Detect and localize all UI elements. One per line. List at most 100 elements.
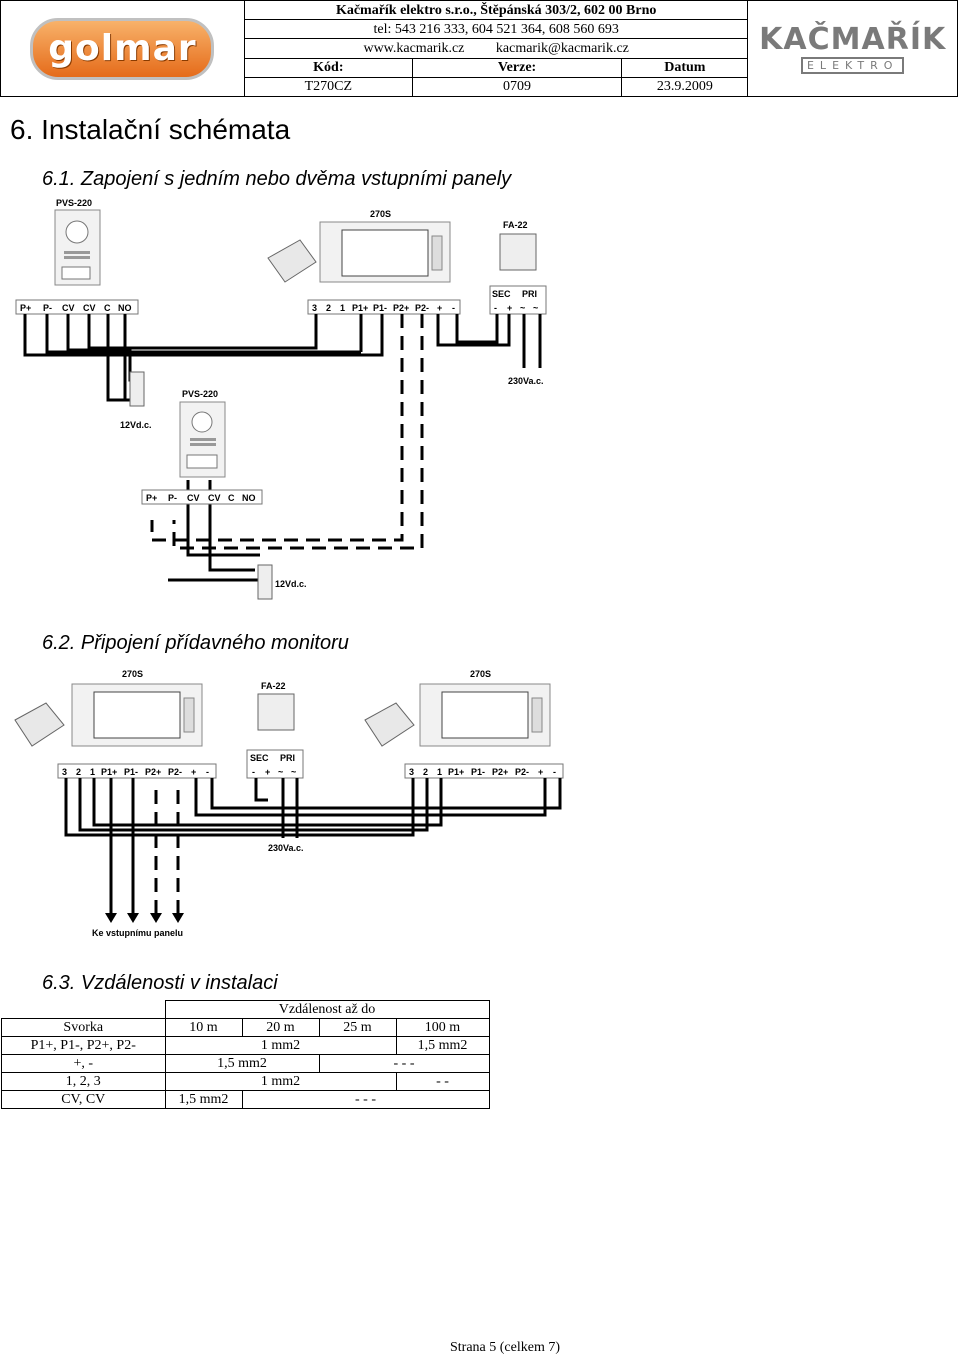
svg-text:-: - [252, 767, 255, 777]
mains-label: 230Va.c. [508, 376, 544, 386]
monitor-terminals: 3 2 1 P1+ P1- P2+ P2- + - [307, 299, 461, 315]
arrows-6-2 [105, 913, 184, 923]
monitor: 270S [267, 209, 451, 283]
kacmarik-logo: KAČMAŘÍK ELEKTRO [759, 22, 947, 74]
svg-text:PVS-220: PVS-220 [182, 389, 218, 399]
svg-text:+: + [191, 767, 196, 777]
svg-text:+: + [437, 303, 442, 313]
s62-title: 6.2. Připojení přídavného monitoru [42, 632, 349, 654]
svg-text:NO: NO [242, 493, 256, 503]
svg-text:~: ~ [533, 303, 538, 313]
wires-dashed-6-1 [150, 314, 424, 550]
svg-text:P1-: P1- [471, 767, 485, 777]
wires-6-1 [23, 314, 542, 582]
svg-text:C: C [228, 493, 235, 503]
company-name: Kačmařík elektro s.r.o., Štěpánská 303/2… [243, 0, 749, 21]
svg-text:-: - [206, 767, 209, 777]
table-row: 1, 2, 3 1 mm2 - - [1, 1072, 490, 1091]
psu-6-2: FA-22 SEC PRI - + ~ ~ [246, 681, 304, 779]
svg-text:CV: CV [62, 303, 75, 313]
svg-text:+: + [265, 767, 270, 777]
doc-version: 0709 [411, 76, 623, 98]
svg-text:P+: P+ [146, 493, 157, 503]
mains-label-6-2: 230Va.c. [268, 843, 304, 853]
panel1: PVS-220 [54, 198, 101, 286]
kacmarik-logo-cell: KAČMAŘÍK ELEKTRO [747, 0, 958, 97]
s61-title: 6.1. Zapojení s jedním nebo dvěma vstupn… [42, 168, 512, 190]
svg-text:C: C [104, 303, 111, 313]
col-header: 10 m [164, 1018, 243, 1037]
svg-text:+: + [538, 767, 543, 777]
s63-title: 6.3. Vzdálenosti v instalaci [42, 972, 278, 994]
lock1-label: 12Vd.c. [120, 420, 152, 430]
svg-text:270S: 270S [122, 669, 143, 679]
panel1-terminals: P+ P- CV CV C NO [15, 299, 139, 315]
svg-text:+: + [507, 303, 512, 313]
psu: FA-22 SEC PRI - + ~ ~ [489, 220, 547, 315]
svg-text:PVS-220: PVS-220 [56, 198, 92, 208]
svg-text:CV: CV [208, 493, 221, 503]
distance-table: Vzdálenost až do Svorka 10 m 20 m 25 m 1… [1, 1000, 490, 1109]
table-row: CV, CV 1,5 mm2 - - - [1, 1090, 490, 1109]
svg-text:P2+: P2+ [393, 303, 409, 313]
svg-text:P1+: P1+ [448, 767, 464, 777]
page-footer: Strana 5 (celkem 7) [449, 1340, 560, 1355]
svg-text:P2-: P2- [515, 767, 529, 777]
doc-code: T270CZ [243, 76, 413, 98]
svg-text:P2-: P2- [415, 303, 429, 313]
col-header: Svorka [1, 1018, 166, 1037]
svg-text:P1+: P1+ [352, 303, 368, 313]
svg-text:FA-22: FA-22 [503, 220, 528, 230]
wires-6-2 [64, 778, 562, 915]
svg-text:NO: NO [118, 303, 132, 313]
monitor2: 270S [364, 669, 551, 747]
svg-text:P2+: P2+ [145, 767, 161, 777]
monitor1: 270S [14, 669, 203, 747]
svg-text:3: 3 [62, 767, 67, 777]
svg-text:FA-22: FA-22 [261, 681, 286, 691]
golmar-logo: golmar [30, 17, 215, 80]
panel2: PVS-220 [179, 389, 226, 478]
svg-text:P1+: P1+ [101, 767, 117, 777]
col-header: 25 m [318, 1018, 397, 1037]
svg-text:SEC: SEC [250, 753, 269, 763]
svg-text:~: ~ [520, 303, 525, 313]
svg-text:CV: CV [83, 303, 96, 313]
svg-text:P+: P+ [20, 303, 31, 313]
svg-text:P2+: P2+ [492, 767, 508, 777]
col-header: 100 m [395, 1018, 490, 1037]
svg-text:~: ~ [291, 767, 296, 777]
company-email: kacmarik@kacmarik.cz [495, 40, 629, 56]
svg-text:270S: 270S [470, 669, 491, 679]
monitor1-terminals: 3 2 1 P1+ P1- P2+ P2- + - [57, 763, 217, 779]
svg-text:3: 3 [409, 767, 414, 777]
svg-text:2: 2 [76, 767, 81, 777]
diagram-6-1: PVS-220 P+ P- CV CV C NO 270S 3 2 1 P1+ … [15, 198, 547, 600]
section-title: 6. Instalační schémata [10, 114, 291, 145]
svg-text:-: - [553, 767, 556, 777]
company-web: www.kacmarik.cz [363, 40, 465, 56]
table-row: P1+, P1-, P2+, P2- 1 mm2 1,5 mm2 [1, 1036, 490, 1055]
label-version: Verze: [411, 57, 623, 78]
svg-text:1: 1 [437, 767, 442, 777]
table-row: +, - 1,5 mm2 - - - [1, 1054, 490, 1073]
company-contacts: www.kacmarik.cz kacmarik@kacmarik.cz [243, 38, 749, 59]
svg-text:P-: P- [168, 493, 177, 503]
svg-text:PRI: PRI [280, 753, 295, 763]
doc-date: 23.9.2009 [621, 76, 749, 98]
svg-text:P1-: P1- [373, 303, 387, 313]
to-panel-label: Ke vstupnímu panelu [92, 928, 183, 938]
svg-text:270S: 270S [370, 209, 391, 219]
svg-text:1: 1 [340, 303, 345, 313]
monitor2-terminals: 3 2 1 P1+ P1- P2+ P2- + - [404, 763, 564, 779]
svg-text:~: ~ [278, 767, 283, 777]
lock2-label: 12Vd.c. [275, 579, 307, 589]
wires-dashed-6-2 [154, 790, 180, 915]
svg-text:-: - [452, 303, 455, 313]
svg-text:3: 3 [312, 303, 317, 313]
svg-text:SEC: SEC [492, 289, 511, 299]
svg-text:PRI: PRI [522, 289, 537, 299]
diagram-6-2: 270S 270S FA-22 SEC PRI - + ~ ~ 3 2 1 P1… [14, 669, 564, 938]
svg-text:P-: P- [43, 303, 52, 313]
label-date: Datum [621, 57, 749, 78]
